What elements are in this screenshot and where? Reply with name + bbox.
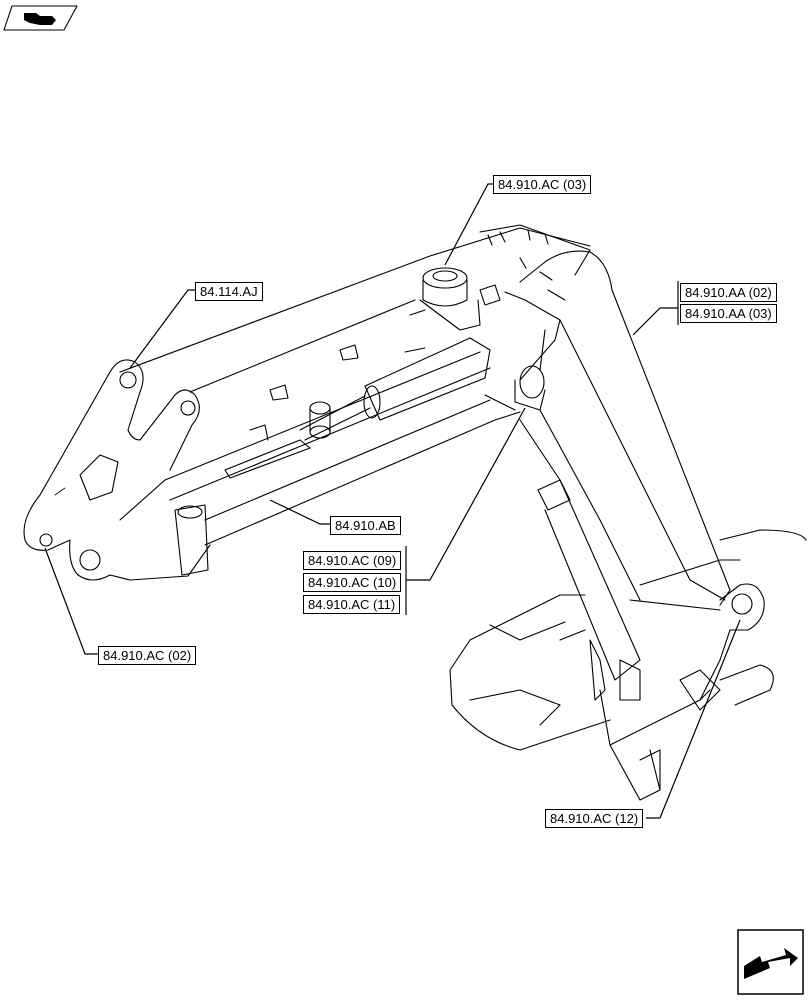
- machine-section-icon[interactable]: [3, 5, 78, 31]
- callout-84-910-ab[interactable]: 84.910.AB: [330, 516, 401, 535]
- leader-lines: [44, 183, 741, 819]
- callout-84-910-ac-11[interactable]: 84.910.AC (11): [303, 595, 401, 614]
- callout-84-910-ac-12[interactable]: 84.910.AC (12): [545, 809, 644, 828]
- callout-84-114-aj[interactable]: 84.114.AJ: [195, 282, 263, 301]
- callout-84-910-ac-02[interactable]: 84.910.AC (02): [98, 646, 197, 665]
- callout-84-910-aa-02[interactable]: 84.910.AA (02): [680, 283, 777, 302]
- callout-84-910-aa-03[interactable]: 84.910.AA (03): [680, 304, 777, 323]
- callout-84-910-ac-03[interactable]: 84.910.AC (03): [493, 175, 592, 194]
- callout-84-910-ac-10[interactable]: 84.910.AC (10): [303, 573, 402, 592]
- navigation-arrow-icon[interactable]: [737, 929, 804, 995]
- callout-84-910-ac-09[interactable]: 84.910.AC (09): [303, 551, 402, 570]
- boom-outline: [23, 224, 807, 801]
